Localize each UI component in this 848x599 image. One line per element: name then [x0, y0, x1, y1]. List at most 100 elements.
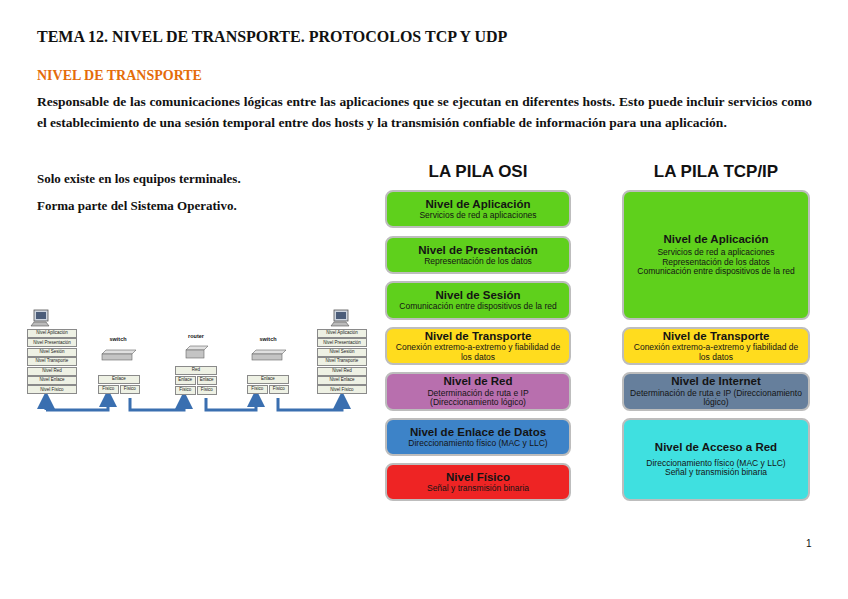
layer-box: Nivel de RedDeterminación de ruta e IP (…	[385, 372, 571, 411]
cell-label: Nivel Físico	[330, 388, 353, 393]
stack-cell: Enlace	[247, 375, 289, 384]
cell-label: Red	[192, 368, 200, 373]
layer-box: Nivel de TransporteConexión extremo-a-ex…	[622, 327, 810, 365]
cell-label: Nivel Red	[332, 369, 352, 374]
layer-box: Nivel FísicoSeñal y transmisión binaria	[385, 463, 571, 501]
cell-label: Nivel Enlace	[329, 378, 354, 383]
layer-name: Nivel de Internet	[671, 375, 760, 388]
layer-name: Nivel de Transporte	[425, 330, 532, 343]
cell-label: Enlace	[178, 378, 192, 383]
cell-label: Nivel Físico	[40, 388, 63, 393]
stack-cell: Físico	[247, 385, 268, 394]
layer-box: Nivel de SesiónComunicación entre dispos…	[385, 281, 571, 320]
stack-title: LA PILA TCP/IP	[654, 162, 778, 182]
cell-label: Nivel Aplicación	[36, 331, 68, 336]
device-label: router	[188, 333, 204, 339]
stack-cell: Enlace	[175, 376, 196, 385]
stack-cell: Nivel Red	[317, 367, 367, 376]
paragraph: Forma parte del Sistema Operativo.	[37, 198, 237, 214]
cell-label: Nivel Sesión	[39, 350, 64, 355]
layer-name: Nivel de Presentación	[418, 244, 538, 257]
layer-name: Nivel de Red	[443, 375, 512, 388]
cell-label: Físico	[201, 388, 213, 393]
stack-cell: Físico	[120, 385, 141, 394]
stack-cell: Nivel Físico	[317, 385, 367, 394]
cell-label: Físico	[251, 387, 263, 392]
stack-cell: Nivel Sesión	[317, 348, 367, 357]
layer-box: Nivel de PresentaciónRepresentación de l…	[385, 236, 571, 274]
layer-description: Direccionamiento físico (MAC y LLC)	[408, 439, 547, 449]
cell-label: Nivel Enlace	[39, 378, 64, 383]
page-title: TEMA 12. NIVEL DE TRANSPORTE. PROTOCOLOS…	[37, 28, 507, 46]
cell-label: Nivel Presentación	[323, 341, 361, 346]
layer-name: Nivel de Aplicación	[425, 198, 530, 211]
stack-cell: Nivel Aplicación	[317, 329, 367, 338]
stack-cell: Físico	[175, 386, 196, 395]
cell-label: Nivel Red	[42, 369, 62, 374]
stack-title: LA PILA OSI	[429, 162, 528, 182]
paragraph: Responsable de las comunicaciones lógica…	[37, 91, 812, 133]
cell-label: Enlace	[200, 378, 214, 383]
layer-description: Señal y transmisión binaria	[665, 468, 767, 478]
layer-description: Determinación de ruta e IP (Direccionami…	[393, 389, 563, 408]
stack-cell: Nivel Red	[27, 367, 77, 376]
stack-cell: Físico	[269, 385, 290, 394]
stack-cell: Nivel Transporte	[27, 357, 77, 366]
computer-icon	[331, 310, 349, 326]
layer-name: Nivel de Acceso a Red	[655, 441, 777, 454]
layer-description: Servicios de red a aplicaciones	[419, 211, 536, 221]
cell-label: Físico	[273, 387, 285, 392]
cell-label: Nivel Transporte	[326, 359, 359, 364]
stack-cell: Físico	[98, 385, 119, 394]
layer-box: Nivel de Acceso a RedDireccionamiento fí…	[622, 418, 810, 501]
stack-cell: Nivel Aplicación	[27, 329, 77, 338]
cell-label: Enlace	[261, 377, 275, 382]
layer-description: Representación de los datos	[424, 257, 532, 267]
cell-label: Físico	[124, 387, 136, 392]
layer-description: Conexión extremo-a-extremo y fiabilidad …	[393, 343, 563, 362]
layer-name: Nivel Físico	[446, 471, 510, 484]
section-heading: NIVEL DE TRANSPORTE	[37, 68, 202, 84]
stack-cell: Nivel Transporte	[317, 357, 367, 366]
router-icon	[186, 346, 208, 358]
cell-label: Físico	[102, 387, 114, 392]
layer-description: Direccionamiento físico (MAC y LLC)	[646, 459, 785, 469]
cell-label: Nivel Sesión	[329, 350, 354, 355]
stack-cell: Nivel Sesión	[27, 348, 77, 357]
page-number: 1	[806, 538, 812, 549]
stack-cell: Enlace	[98, 375, 140, 384]
stack-cell: Nivel Enlace	[27, 376, 77, 385]
cell-label: Nivel Aplicación	[326, 331, 358, 336]
layer-description: Comunicación entre dispositivos de la re…	[637, 267, 794, 277]
stack-cell: Nivel Presentación	[317, 338, 367, 347]
layer-description: Señal y transmisión binaria	[427, 484, 529, 494]
switch-icon	[102, 350, 136, 360]
layer-box: Nivel de AplicaciónServicios de red a ap…	[385, 190, 571, 228]
layer-box: Nivel de InternetDeterminación de ruta e…	[622, 372, 810, 411]
layer-name: Nivel de Sesión	[435, 289, 520, 302]
cell-label: Nivel Transporte	[36, 359, 69, 364]
stack-cell: Red	[175, 366, 217, 375]
layer-description: Determinación de ruta e IP (Direccionami…	[630, 389, 802, 408]
cell-label: Nivel Presentación	[33, 341, 71, 346]
paragraph: Solo existe en los equipos terminales.	[37, 171, 241, 187]
stack-cell: Enlace	[197, 376, 218, 385]
layer-description: Conexión extremo-a-extremo y fiabilidad …	[630, 343, 802, 362]
stack-cell: Nivel Físico	[27, 385, 77, 394]
network-wire	[46, 398, 342, 410]
layer-box: Nivel de TransporteConexión extremo-a-ex…	[385, 327, 571, 365]
layer-box: Nivel de AplicaciónServicios de red a ap…	[622, 190, 810, 320]
device-label: switch	[259, 336, 276, 342]
device-label: switch	[109, 336, 126, 342]
layer-name: Nivel de Transporte	[663, 330, 770, 343]
cell-label: Físico	[179, 388, 191, 393]
cell-label: Enlace	[112, 377, 126, 382]
computer-icon	[31, 310, 49, 326]
stack-cell: Nivel Presentación	[27, 338, 77, 347]
stack-cell: Nivel Enlace	[317, 376, 367, 385]
stack-cell: Físico	[197, 386, 218, 395]
layer-name: Nivel de Enlace de Datos	[410, 426, 546, 439]
layer-description: Comunicación entre dispositivos de la re…	[399, 302, 556, 312]
switch-icon	[252, 350, 286, 360]
